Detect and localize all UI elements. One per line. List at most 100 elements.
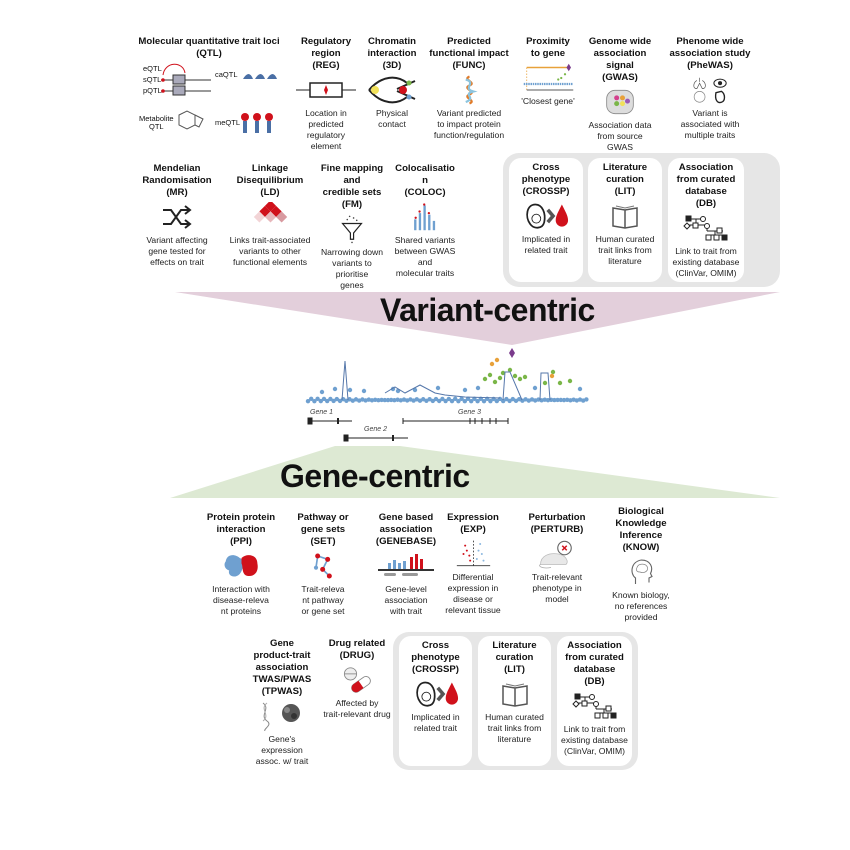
variant-point <box>577 386 583 392</box>
variant-point <box>325 398 330 404</box>
variant-point <box>487 372 493 378</box>
locus-plot: Gene 1 Gene 2 Gene 3 <box>305 348 589 442</box>
evidence-card-crossp: Cross phenotype (CROSSP) Implicated in re… <box>509 158 583 282</box>
variant-point <box>440 396 445 402</box>
variant-point <box>435 385 441 391</box>
evidence-card-3d: Chromatin interaction (3D)Physical conta… <box>360 36 424 130</box>
variant-point <box>555 397 560 403</box>
evidence-card-fm: Fine mapping and credible sets (FM) Narro… <box>318 163 386 291</box>
variant-point <box>462 398 467 404</box>
card-description: Known biology, no references provided <box>612 590 670 622</box>
card-title: Chromatin interaction (3D) <box>367 36 417 71</box>
variant-point <box>309 396 314 402</box>
variant-point <box>500 370 506 376</box>
qtl-type-label: pQTL <box>143 86 162 95</box>
variant-point <box>332 386 338 392</box>
card-description: Gene-level association with trait <box>384 584 428 616</box>
protein-interaction-icon <box>222 551 261 581</box>
evidence-card-ld: Linkage Disequilibrium (LD)Links trait-a… <box>222 163 318 268</box>
card-title: Proximity to gene <box>526 36 570 59</box>
variant-point <box>319 389 325 395</box>
gene-3-label: Gene 3 <box>458 409 481 416</box>
card-description: Gene's expression assoc. w/ trait <box>255 734 309 766</box>
variant-point <box>412 387 418 393</box>
variant-point <box>552 397 557 403</box>
evidence-card-mr: Mendelian Randomisation (MR)Variant affe… <box>132 163 222 268</box>
organs-icon <box>690 75 731 105</box>
card-description: 'Closest gene' <box>521 96 575 106</box>
variant-point <box>492 379 498 385</box>
variant-point <box>462 387 468 393</box>
variant-point <box>433 396 439 402</box>
variant-point <box>334 396 339 402</box>
mouse-icon <box>536 539 578 569</box>
variant-point <box>379 397 384 403</box>
volcano-plot-icon <box>455 539 492 569</box>
card-title: Cross phenotype (CROSSP) <box>521 162 571 197</box>
variant-point <box>482 376 488 382</box>
variant-point <box>545 398 551 403</box>
card-title: Fine mapping and credible sets (FM) <box>320 163 384 210</box>
variant-point <box>542 380 548 386</box>
card-description: Differential expression in disease or re… <box>445 572 501 615</box>
variant-point <box>488 398 493 404</box>
shuffle-icon <box>161 202 193 232</box>
variant-point <box>331 398 336 404</box>
card-description: Implicated in related trait <box>411 712 460 733</box>
variant-point <box>312 398 317 404</box>
qtl-type-label: sQTL <box>143 75 162 84</box>
gene-centric-label: Gene-centric <box>280 458 470 494</box>
variant-point <box>305 398 311 404</box>
variant-point <box>453 396 458 402</box>
card-description: Narrowing down variants to prioritise ge… <box>320 247 384 290</box>
card-title: Drug related (DRUG) <box>328 638 386 661</box>
funnel-icon <box>340 214 364 244</box>
card-title: Expression (EXP) <box>447 512 499 535</box>
card-title: Perturbation (PERTURB) <box>528 512 586 535</box>
chromatin-loop-icon <box>367 75 417 105</box>
variant-point <box>437 398 442 404</box>
book-icon <box>500 679 530 709</box>
variant-point <box>507 367 513 373</box>
evidence-card-drug: Drug related (DRUG)Affected by trait-rel… <box>322 638 392 720</box>
variant-point <box>517 376 523 382</box>
evidence-card-phewas: Phenome wide association study (PheWAS) V… <box>662 36 758 141</box>
evidence-card-gwas: Genome wide association signal (GWAS)Ass… <box>584 36 656 153</box>
heart-blood-icon <box>523 201 569 231</box>
variant-point <box>494 357 500 363</box>
variant-point <box>557 380 563 386</box>
card-title: Gene based association (GENEBASE) <box>375 512 437 547</box>
pill-icon <box>340 665 375 695</box>
card-description: Interaction with disease-releva nt prote… <box>212 584 270 616</box>
card-title: Genome wide association signal (GWAS) <box>588 36 652 83</box>
qtl-type-label: caQTL <box>215 70 238 79</box>
card-title: Regulatory region (REG) <box>300 36 352 71</box>
evidence-card-know: Biological Knowledge Inference (KNOW)Kno… <box>600 506 682 623</box>
gene-association-icon <box>376 551 436 581</box>
card-description: Implicated in related trait <box>521 234 571 255</box>
pedigree-icon <box>681 213 731 243</box>
variant-point <box>392 397 397 403</box>
variant-point <box>373 397 378 402</box>
variant-point <box>389 397 394 403</box>
evidence-card-lit: Literature curation (LIT)Human curated t… <box>588 158 662 282</box>
variant-point <box>446 396 451 402</box>
evidence-card-exp: Expression (EXP) Differential expression … <box>438 512 508 616</box>
variant-point <box>382 397 387 403</box>
card-description: Variant is associated with multiple trai… <box>680 108 740 140</box>
card-title: Phenome wide association study (PheWAS) <box>669 36 751 71</box>
card-description: Human curated trait links from literatur… <box>595 234 655 266</box>
variant-point <box>459 396 464 402</box>
variant-point <box>318 398 323 404</box>
gwas-database-icon <box>605 87 635 117</box>
proximity-plot-icon <box>522 63 575 93</box>
card-title: Predicted functional impact (FUNC) <box>429 36 509 71</box>
variant-point <box>550 369 556 375</box>
variant-point <box>347 387 353 393</box>
variant-point <box>427 396 432 402</box>
variant-point <box>449 398 455 404</box>
variant-point <box>504 396 509 402</box>
gene-1-label: Gene 1 <box>310 409 333 416</box>
card-description: Shared variants between GWAS and molecul… <box>394 235 456 278</box>
